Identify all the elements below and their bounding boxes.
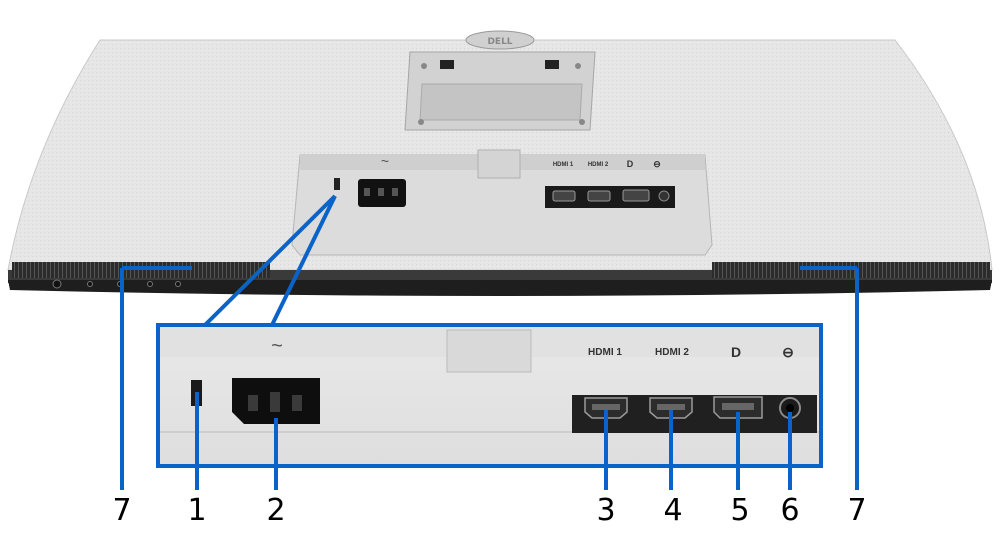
hdmi2-label: HDMI 2 (655, 347, 689, 358)
callout-number: 2 (266, 493, 285, 528)
control-button (147, 281, 153, 287)
hdmi2-label-small: HDMI 2 (588, 162, 609, 168)
dell-logo-icon: DELL (465, 30, 535, 50)
audio-small (658, 190, 670, 202)
callout-numbers: 7 1 2 3 4 5 6 7 (112, 493, 866, 528)
callout-number: 4 (663, 493, 682, 528)
hdmi1-small (552, 190, 576, 202)
hdmi1-label: HDMI 1 (588, 347, 622, 358)
hdmi2-small (587, 190, 611, 202)
ac-power-icon-zoom: ~ (271, 335, 283, 357)
dp-small (622, 189, 650, 202)
control-button (175, 281, 181, 287)
audio-out-icon: ⊖ (653, 159, 661, 169)
displayport-icon: D (627, 159, 634, 169)
hdmi1-port (584, 397, 628, 419)
displayport-port (713, 396, 763, 419)
zoom-callout-box: ~ HDMI 1 HDMI 2 D ⊖ (156, 323, 823, 468)
audio-out-icon-zoom: ⊖ (782, 344, 794, 360)
displayport-icon-zoom: D (731, 344, 741, 360)
zoom-leader-lines (203, 194, 337, 327)
callout-number: 1 (187, 493, 206, 528)
vesa-mount (404, 51, 596, 131)
io-panel-recess: ~ HDMI 1 HDMI 2 D ⊖ (291, 149, 713, 256)
callout-number: 3 (596, 493, 615, 528)
security-slot-small (334, 178, 340, 190)
power-button (52, 279, 62, 289)
menu-button (87, 281, 93, 287)
hdmi2-port (649, 397, 693, 419)
callout-number: 6 (780, 493, 799, 528)
brand-text: DELL (487, 37, 512, 47)
ac-power-icon: ~ (381, 153, 389, 169)
callout-lines (120, 266, 859, 490)
callout-number: 7 (112, 493, 131, 528)
hdmi1-label-small: HDMI 1 (553, 162, 574, 168)
callout-number: 7 (847, 493, 866, 528)
power-connector (232, 378, 320, 424)
callout-number: 5 (730, 493, 749, 528)
